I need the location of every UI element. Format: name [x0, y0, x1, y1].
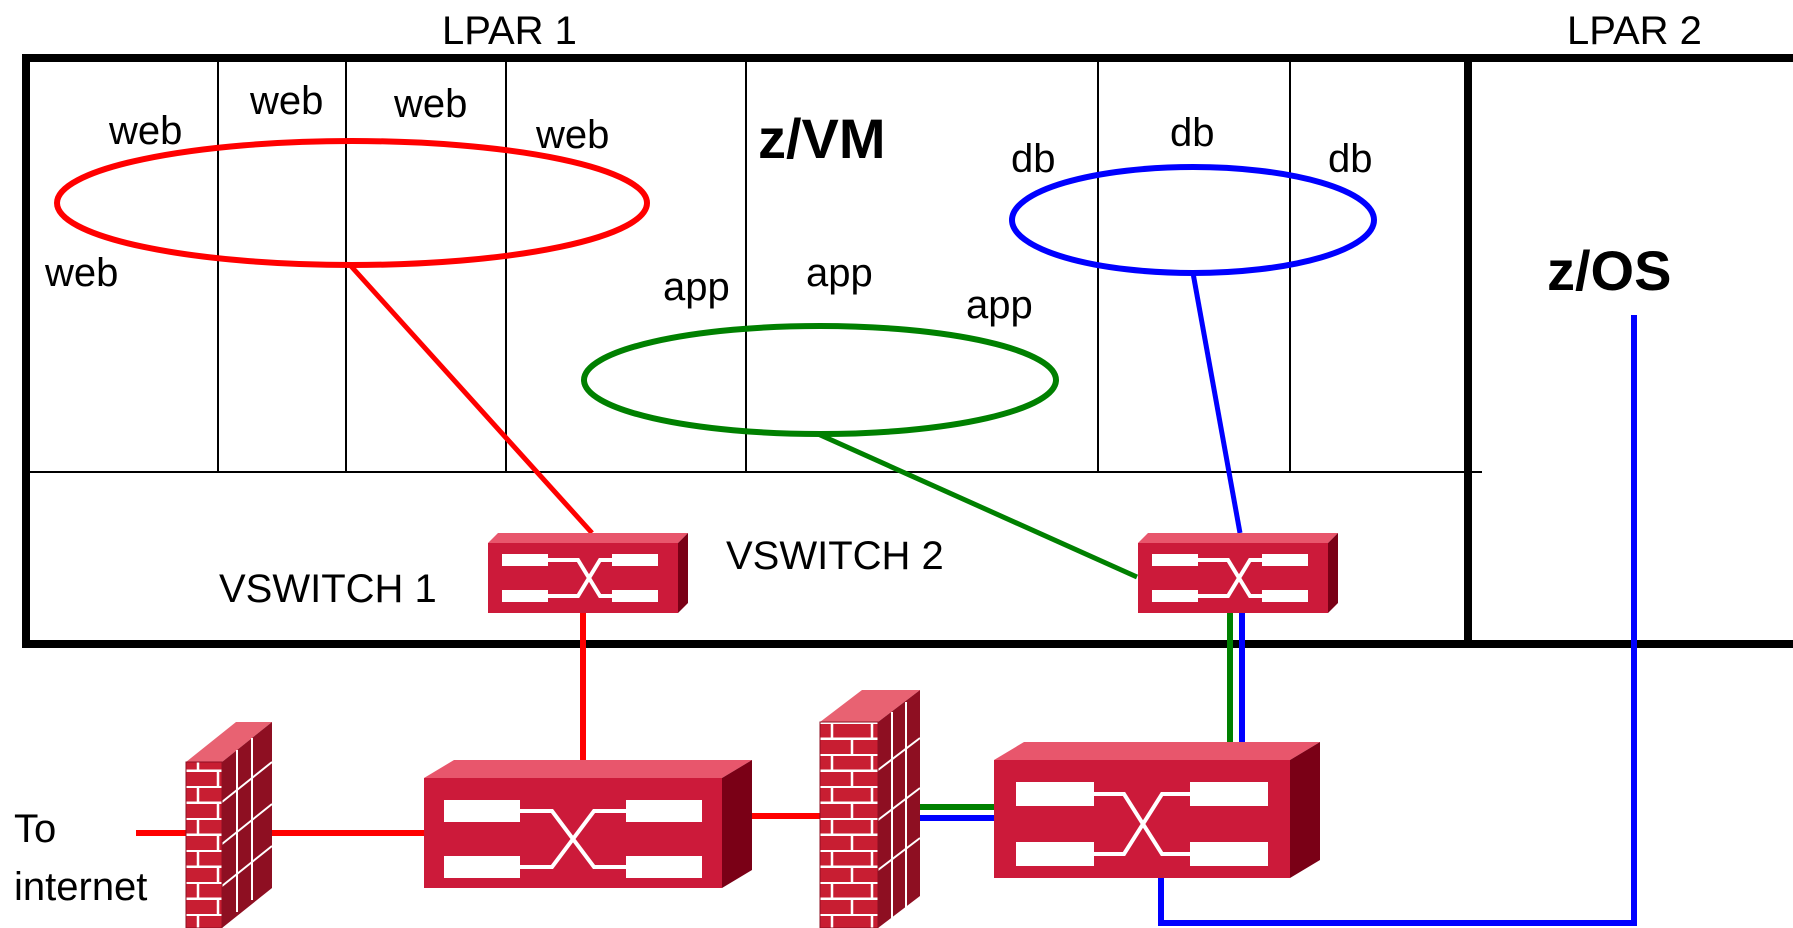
lpar-2-label: LPAR 2 [1567, 9, 1702, 53]
web-label: web [108, 109, 182, 153]
web-to-vswitch-1-line [348, 263, 594, 535]
web-network-ring [54, 138, 650, 268]
db-label: db [1011, 137, 1056, 181]
zvm-guest-grid [26, 58, 1482, 473]
web-label: web [44, 251, 118, 295]
zvm-label: z/VM [758, 107, 886, 170]
db-network-ring [1009, 164, 1377, 276]
vswitch-1-device [488, 533, 688, 613]
core-switch-to-zos-line [1158, 315, 1637, 926]
app-network-ring [581, 323, 1059, 437]
web-label: web [249, 79, 323, 123]
app-label: app [966, 283, 1033, 327]
web-label: web [393, 82, 467, 126]
firewall-2 [819, 690, 921, 928]
app-label: app [663, 265, 730, 309]
db-label: db [1328, 137, 1373, 181]
app-label: app [806, 251, 873, 295]
db-label: db [1170, 111, 1215, 155]
vswitch-1-label: VSWITCH 1 [219, 567, 437, 611]
db-to-vswitch-2-line [1190, 272, 1243, 534]
vswitch-2-label: VSWITCH 2 [726, 534, 944, 578]
app-to-vswitch-2-line [816, 431, 1139, 580]
connection-lines [136, 263, 1637, 926]
firewall-1 [185, 722, 273, 928]
lpar-1-label: LPAR 1 [442, 9, 577, 53]
vswitch-2-device [1138, 533, 1338, 613]
lpar-2-frame [1468, 54, 1793, 648]
web-label: web [535, 113, 609, 157]
to-internet-label-line2: internet [14, 865, 147, 909]
physical-switch [424, 760, 752, 888]
zos-label: z/OS [1547, 239, 1671, 302]
core-switch [994, 742, 1320, 878]
to-internet-label-line1: To [14, 807, 56, 851]
